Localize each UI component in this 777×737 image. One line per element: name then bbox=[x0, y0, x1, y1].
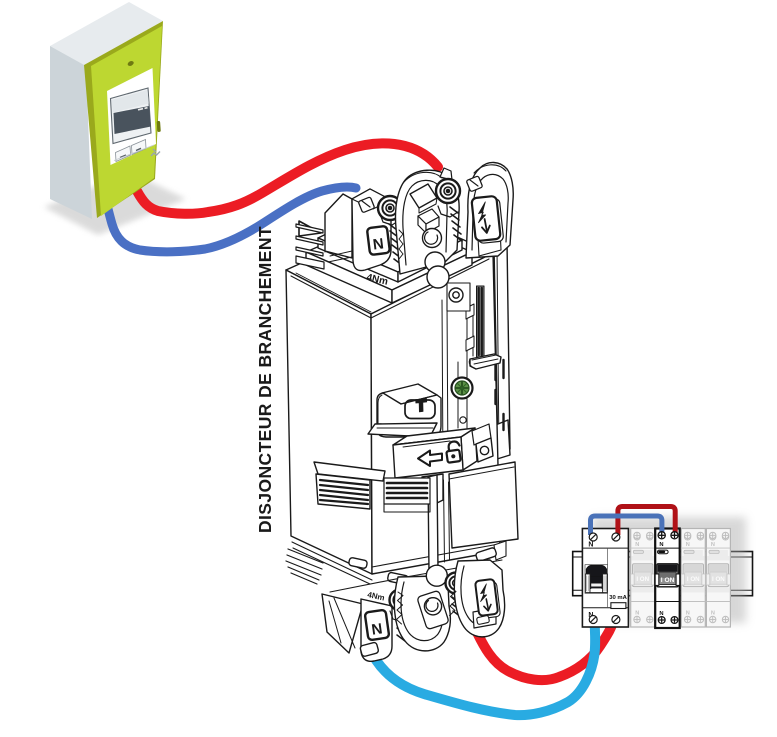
svg-text:N: N bbox=[659, 542, 663, 548]
svg-text:30 mA: 30 mA bbox=[609, 595, 627, 601]
svg-text:I ON: I ON bbox=[636, 576, 649, 583]
svg-text:I ON: I ON bbox=[661, 577, 675, 584]
svg-text:N: N bbox=[588, 541, 593, 548]
svg-text:N: N bbox=[371, 620, 384, 638]
svg-text:N: N bbox=[659, 611, 663, 617]
svg-text:N: N bbox=[635, 542, 639, 548]
svg-text:N: N bbox=[588, 612, 593, 619]
svg-text:4Nm: 4Nm bbox=[367, 590, 386, 602]
svg-text:N: N bbox=[372, 235, 385, 253]
svg-text:4Nm: 4Nm bbox=[365, 272, 389, 288]
svg-text:DISJONCTEUR DE BRANCHEMENT: DISJONCTEUR DE BRANCHEMENT bbox=[255, 226, 275, 533]
svg-text:N: N bbox=[635, 611, 639, 617]
